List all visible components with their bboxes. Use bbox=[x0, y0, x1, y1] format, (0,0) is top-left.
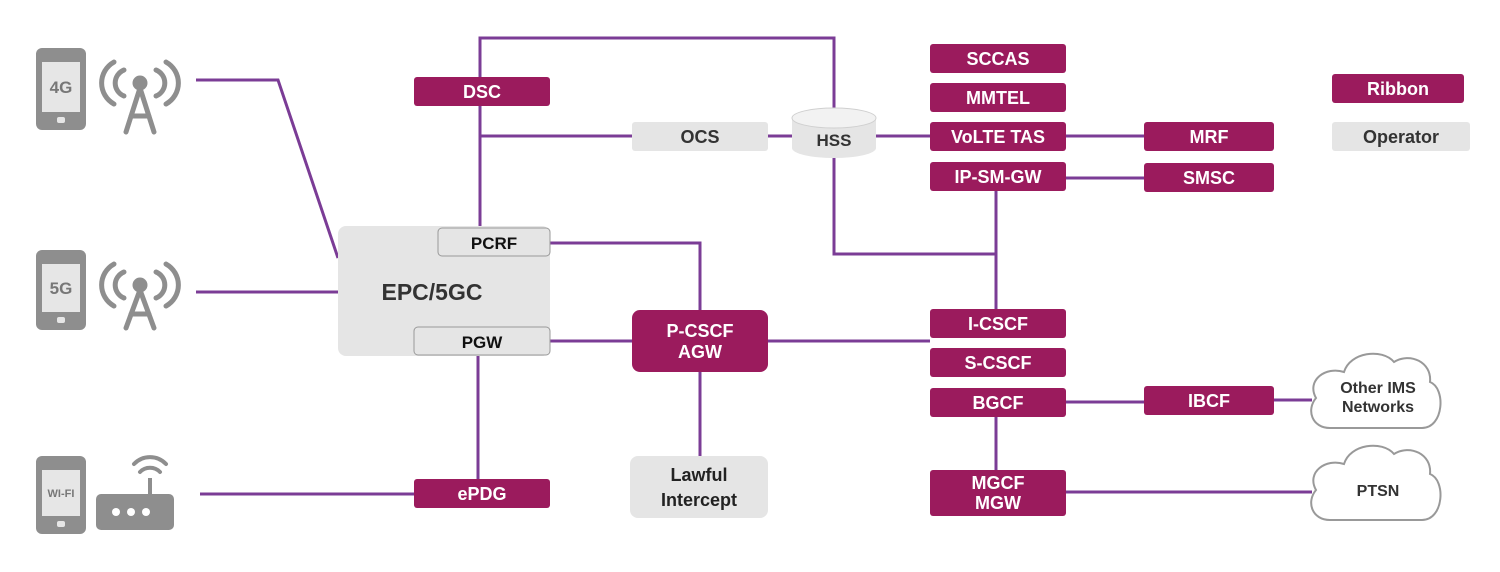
pgw-box bbox=[413, 326, 551, 356]
cloud-icon bbox=[1310, 352, 1442, 429]
line-pcrf-to-dsc-hss bbox=[478, 36, 836, 228]
pcrf-box bbox=[437, 227, 551, 257]
dsc-node: DSC bbox=[414, 77, 550, 106]
pcscf-label-line2: AGW bbox=[678, 342, 722, 362]
device-wifi: WI-FI bbox=[36, 455, 174, 534]
pcscf-node: P-CSCF AGW bbox=[632, 310, 768, 372]
epc-5gc-core: EPC/5GC PCRF PGW bbox=[338, 226, 551, 356]
lawful-label-line1: Lawful bbox=[671, 465, 728, 485]
mrf-node: MRF bbox=[1144, 122, 1274, 151]
ibcf-node: IBCF bbox=[1144, 386, 1274, 415]
lawful-label-line2: Intercept bbox=[661, 490, 737, 510]
ptsn-label: PTSN bbox=[1357, 483, 1400, 500]
volte-tas-label: VoLTE TAS bbox=[951, 127, 1045, 147]
epdg-node: ePDG bbox=[414, 479, 550, 508]
database-icon bbox=[792, 118, 876, 158]
pcrf-label: PCRF bbox=[471, 234, 517, 253]
sccas-node: SCCAS bbox=[930, 44, 1066, 73]
phone-label-wifi: WI-FI bbox=[48, 488, 75, 500]
other-ims-label-line1: Other IMS bbox=[1340, 380, 1416, 397]
line-4g-to-epc bbox=[196, 78, 340, 259]
hss-database: HSS bbox=[791, 107, 877, 158]
lawful-intercept-node: Lawful Intercept bbox=[630, 456, 768, 518]
sccas-label: SCCAS bbox=[966, 49, 1029, 69]
mgcf-mgw-node: MGCF MGW bbox=[930, 470, 1066, 516]
connection-lines bbox=[196, 36, 1312, 496]
ip-sm-gw-label: IP-SM-GW bbox=[955, 167, 1042, 187]
epc-5gc-box bbox=[338, 226, 550, 356]
other-ims-networks-cloud: Other IMS Networks bbox=[1310, 352, 1442, 429]
line-hss-down bbox=[832, 158, 996, 256]
bgcf-node: BGCF bbox=[930, 388, 1066, 417]
volte-tas-node: VoLTE TAS bbox=[930, 122, 1066, 151]
smsc-node: SMSC bbox=[1144, 163, 1274, 192]
ip-sm-gw-node: IP-SM-GW bbox=[930, 162, 1066, 191]
epdg-label: ePDG bbox=[457, 484, 506, 504]
ocs-label: OCS bbox=[680, 127, 719, 147]
mrf-label: MRF bbox=[1190, 127, 1229, 147]
mgcf-label-line1: MGCF bbox=[972, 473, 1025, 493]
mmtel-label: MMTEL bbox=[966, 88, 1030, 108]
line-pcrf-to-pcscf bbox=[550, 241, 702, 310]
wifi-router-icon bbox=[96, 455, 174, 530]
smsc-label: SMSC bbox=[1183, 168, 1235, 188]
bgcf-label: BGCF bbox=[973, 393, 1024, 413]
device-5g: 5G bbox=[36, 250, 181, 331]
phone-label-4g: 4G bbox=[50, 78, 73, 97]
cloud-icon bbox=[1310, 444, 1442, 521]
antenna-icon bbox=[99, 59, 181, 135]
phone-label-5g: 5G bbox=[50, 279, 73, 298]
dsc-label: DSC bbox=[463, 82, 501, 102]
mgcf-label-line2: MGW bbox=[975, 493, 1021, 513]
antenna-icon bbox=[99, 261, 181, 331]
pgw-label: PGW bbox=[462, 333, 504, 352]
epc-5gc-label: EPC/5GC bbox=[382, 279, 483, 305]
icscf-label: I-CSCF bbox=[968, 314, 1028, 334]
ibcf-label: IBCF bbox=[1188, 391, 1230, 411]
legend-ribbon: Ribbon bbox=[1332, 74, 1464, 103]
legend: Ribbon Operator bbox=[1332, 74, 1470, 151]
other-ims-label-line2: Networks bbox=[1342, 399, 1414, 416]
icscf-node: I-CSCF bbox=[930, 309, 1066, 338]
hss-label: HSS bbox=[817, 131, 852, 150]
mmtel-node: MMTEL bbox=[930, 83, 1066, 112]
legend-operator-label: Operator bbox=[1363, 127, 1439, 147]
device-4g: 4G bbox=[36, 48, 181, 135]
ocs-node: OCS bbox=[632, 122, 768, 151]
pcscf-label-line1: P-CSCF bbox=[667, 321, 734, 341]
legend-ribbon-label: Ribbon bbox=[1367, 79, 1429, 99]
scscf-node: S-CSCF bbox=[930, 348, 1066, 377]
scscf-label: S-CSCF bbox=[965, 353, 1032, 373]
legend-operator: Operator bbox=[1332, 122, 1470, 151]
ptsn-cloud: PTSN bbox=[1310, 444, 1442, 521]
